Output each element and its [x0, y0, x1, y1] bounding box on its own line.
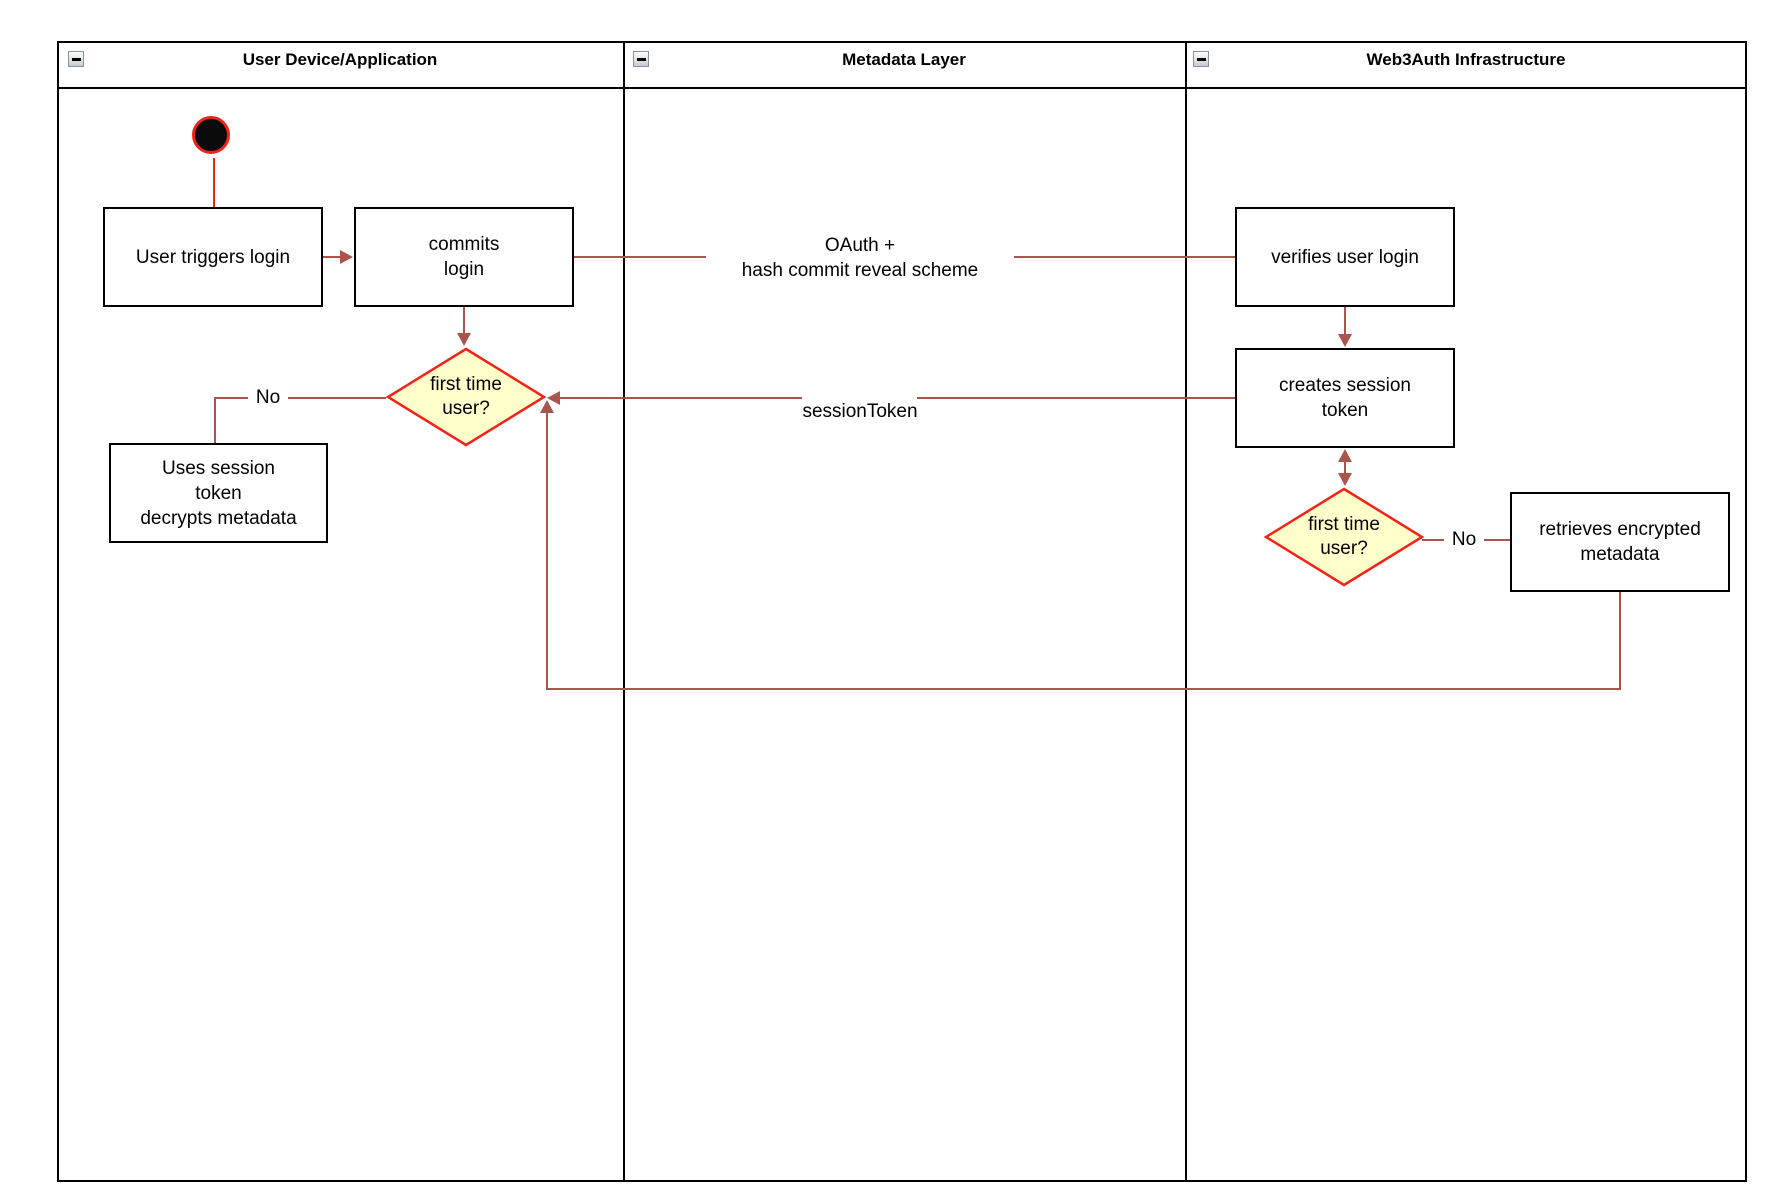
- lane-title-user-device: User Device/Application: [242, 50, 438, 69]
- minus-icon: [636, 57, 646, 61]
- node-label: User triggers login: [135, 246, 291, 268]
- edge-no-left: [214, 397, 386, 399]
- edge-verifies-to-creates: [1344, 307, 1346, 335]
- header-divider: [57, 87, 1747, 89]
- start-node[interactable]: [192, 116, 230, 154]
- minus-icon: [71, 57, 81, 61]
- edge-trigger-to-commit: [323, 256, 343, 258]
- activity-verifies-user-login[interactable]: verifies user login: [1235, 207, 1455, 307]
- activity-commits-login[interactable]: commits login: [354, 207, 574, 307]
- arrowhead-right-icon: [340, 250, 353, 264]
- decision-label: first time user?: [430, 374, 502, 419]
- node-label: metadata: [1580, 544, 1660, 565]
- activity-user-triggers-login[interactable]: User triggers login: [103, 207, 323, 307]
- collapse-lane-button-2[interactable]: [633, 51, 649, 67]
- edge-label-oauth: OAuth + hash commit reveal scheme: [706, 233, 1014, 283]
- node-label: verifies user login: [1271, 246, 1419, 268]
- edge-feedback-down: [1619, 592, 1621, 690]
- arrowhead-up-icon: [540, 400, 554, 413]
- edge-label-session-token: sessionToken: [800, 399, 920, 424]
- edge-no-left-down: [214, 397, 216, 443]
- lane-title-metadata-layer: Metadata Layer: [842, 50, 966, 69]
- edge-label-no-left: No: [248, 385, 288, 410]
- activity-uses-session-token[interactable]: Uses session token decrypts metadata: [109, 443, 328, 543]
- node-label: creates session: [1278, 375, 1411, 396]
- collapse-lane-button-3[interactable]: [1193, 51, 1209, 67]
- collapse-lane-button-1[interactable]: [68, 51, 84, 67]
- node-label: decrypts metadata: [140, 507, 297, 529]
- start-connector-line: [213, 158, 215, 207]
- arrowhead-up-icon: [1338, 449, 1352, 462]
- node-label: commits: [428, 234, 500, 255]
- node-label: retrieves encrypted: [1539, 519, 1701, 540]
- activity-retrieves-encrypted-metadata[interactable]: retrieves encrypted metadata: [1510, 492, 1730, 592]
- lane-divider-1: [623, 41, 625, 1182]
- edge-creates-to-decision: [1344, 458, 1346, 478]
- edge-session-token-a: [549, 397, 802, 399]
- edge-session-token-b: [917, 397, 1235, 399]
- edge-label-no-right: No: [1444, 527, 1484, 552]
- node-label: login: [443, 259, 485, 280]
- node-label: token: [1321, 400, 1369, 421]
- arrowhead-down-icon: [1338, 473, 1352, 486]
- edge-feedback-up: [546, 404, 548, 690]
- lane-title-web3auth-infrastructure: Web3Auth Infrastructure: [1366, 50, 1566, 69]
- decision-first-time-user-left[interactable]: first time user?: [385, 347, 547, 447]
- node-label: Uses session: [162, 457, 275, 479]
- activity-creates-session-token[interactable]: creates session token: [1235, 348, 1455, 448]
- minus-icon: [1196, 57, 1206, 61]
- decision-first-time-user-right[interactable]: first time user?: [1263, 487, 1425, 587]
- node-label: token: [195, 482, 242, 504]
- edge-commit-to-decision: [463, 307, 465, 335]
- decision-label: first time user?: [1308, 514, 1380, 559]
- edge-feedback-across: [546, 688, 1621, 690]
- arrowhead-down-icon: [457, 333, 471, 346]
- pool-frame: [57, 41, 1747, 1182]
- arrowhead-down-icon: [1338, 334, 1352, 347]
- lane-divider-2: [1185, 41, 1187, 1182]
